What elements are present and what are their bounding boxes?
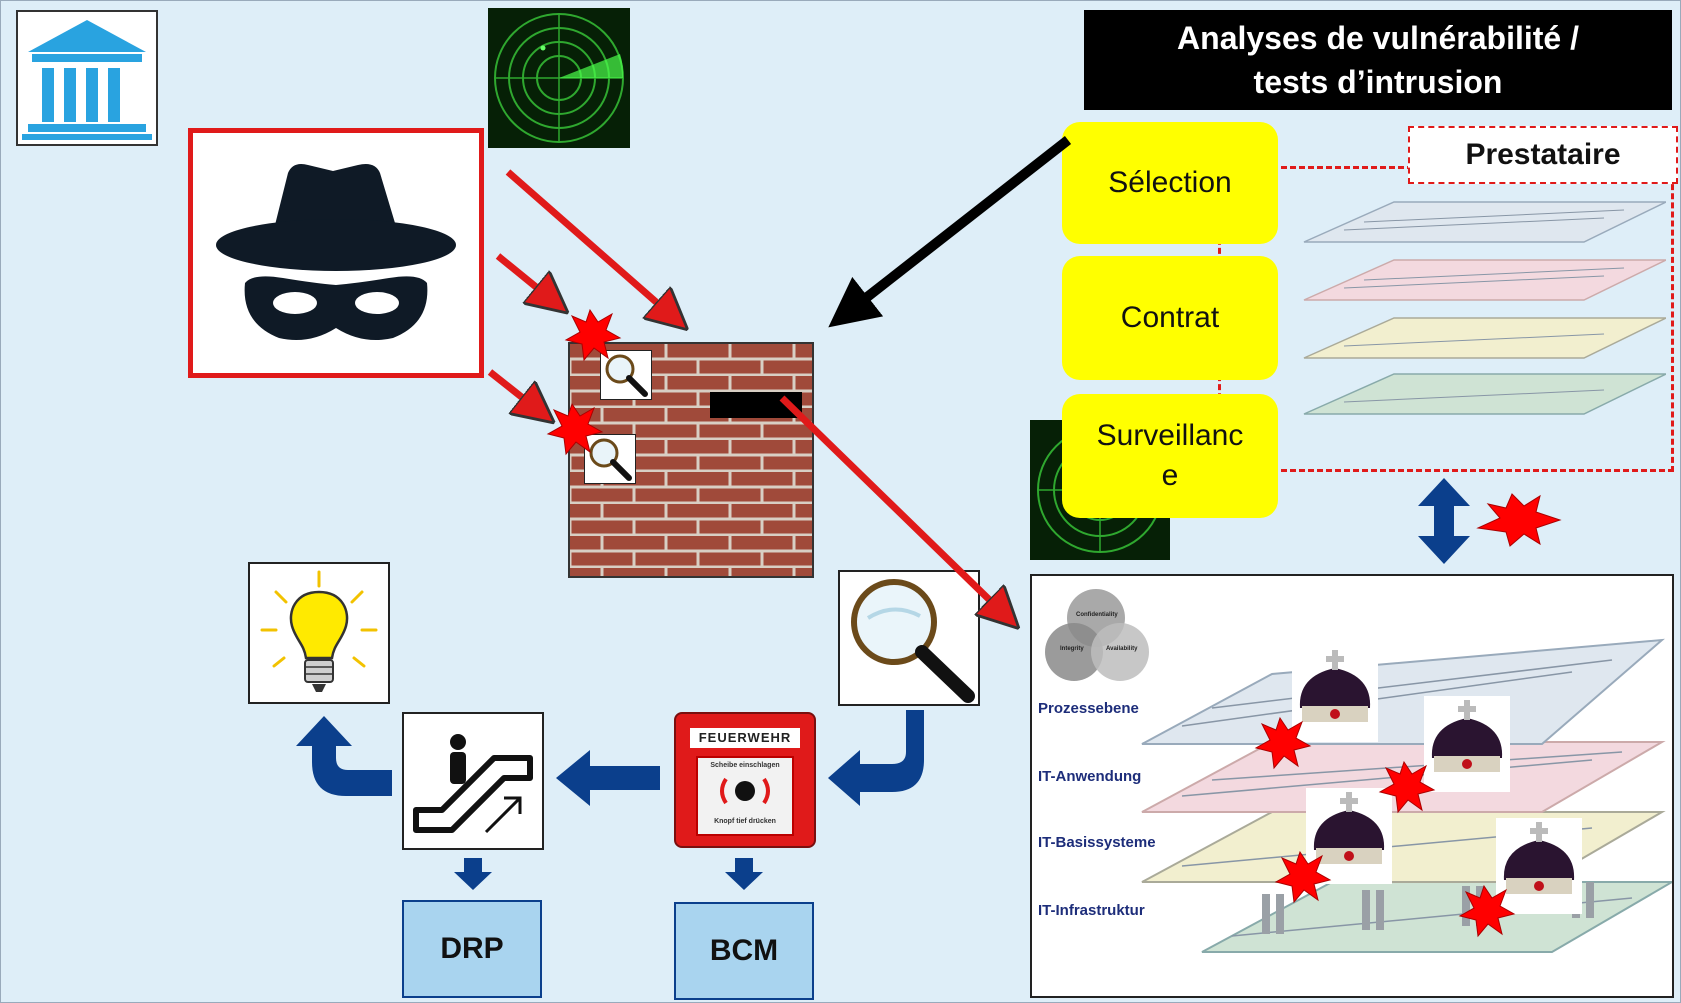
crown-icon [1306, 788, 1392, 884]
architecture-panel: Confidentiality Integrity Availability P… [1030, 574, 1674, 998]
layer-label-process: Prozessebene [1038, 700, 1139, 717]
layer-label-application: IT-Anwendung [1038, 768, 1142, 785]
bcm-box: BCM [674, 902, 814, 1000]
title-line-1: Analyses de vulnérabilité / [1177, 20, 1579, 56]
fire-alarm-icon: FEUERWEHR Scheibe einschlagen Knopf tief… [674, 712, 816, 848]
diagram-title: Analyses de vulnérabilité / tests d’intr… [1084, 10, 1672, 110]
alarm-instruction-top: Scheibe einschlagen [710, 762, 780, 769]
title-line-2: tests d’intrusion [1253, 64, 1503, 100]
magnifier-icon [600, 350, 652, 400]
cia-label-availability: Availability [1106, 646, 1138, 652]
layer-label-infrastructure: IT-Infrastruktur [1038, 902, 1145, 919]
alarm-button-icon [720, 777, 770, 805]
escalator-icon [402, 712, 544, 850]
step-selection: Sélection [1062, 122, 1278, 244]
provider-label: Prestataire [1408, 126, 1678, 184]
crown-icon [1292, 646, 1378, 742]
step-contract: Contrat [1062, 256, 1278, 380]
magnifier-icon [584, 434, 636, 484]
provider-architecture-image [1284, 178, 1667, 468]
cia-label-confidentiality: Confidentiality [1076, 612, 1118, 618]
step-monitoring: Surveillanc e [1062, 394, 1278, 518]
magnifier-icon [838, 570, 980, 706]
crown-icon [1496, 818, 1582, 914]
crown-icon [1424, 696, 1510, 792]
drp-box: DRP [402, 900, 542, 998]
alarm-instruction-bottom: Knopf tief drücken [714, 818, 776, 825]
alarm-brand-label: FEUERWEHR [690, 728, 800, 748]
radar-icon [488, 8, 630, 148]
spy-icon [188, 128, 484, 378]
cia-label-integrity: Integrity [1060, 646, 1084, 652]
institution-icon [16, 10, 158, 146]
layer-label-base-systems: IT-Basissysteme [1038, 834, 1156, 851]
lightbulb-icon [248, 562, 390, 704]
